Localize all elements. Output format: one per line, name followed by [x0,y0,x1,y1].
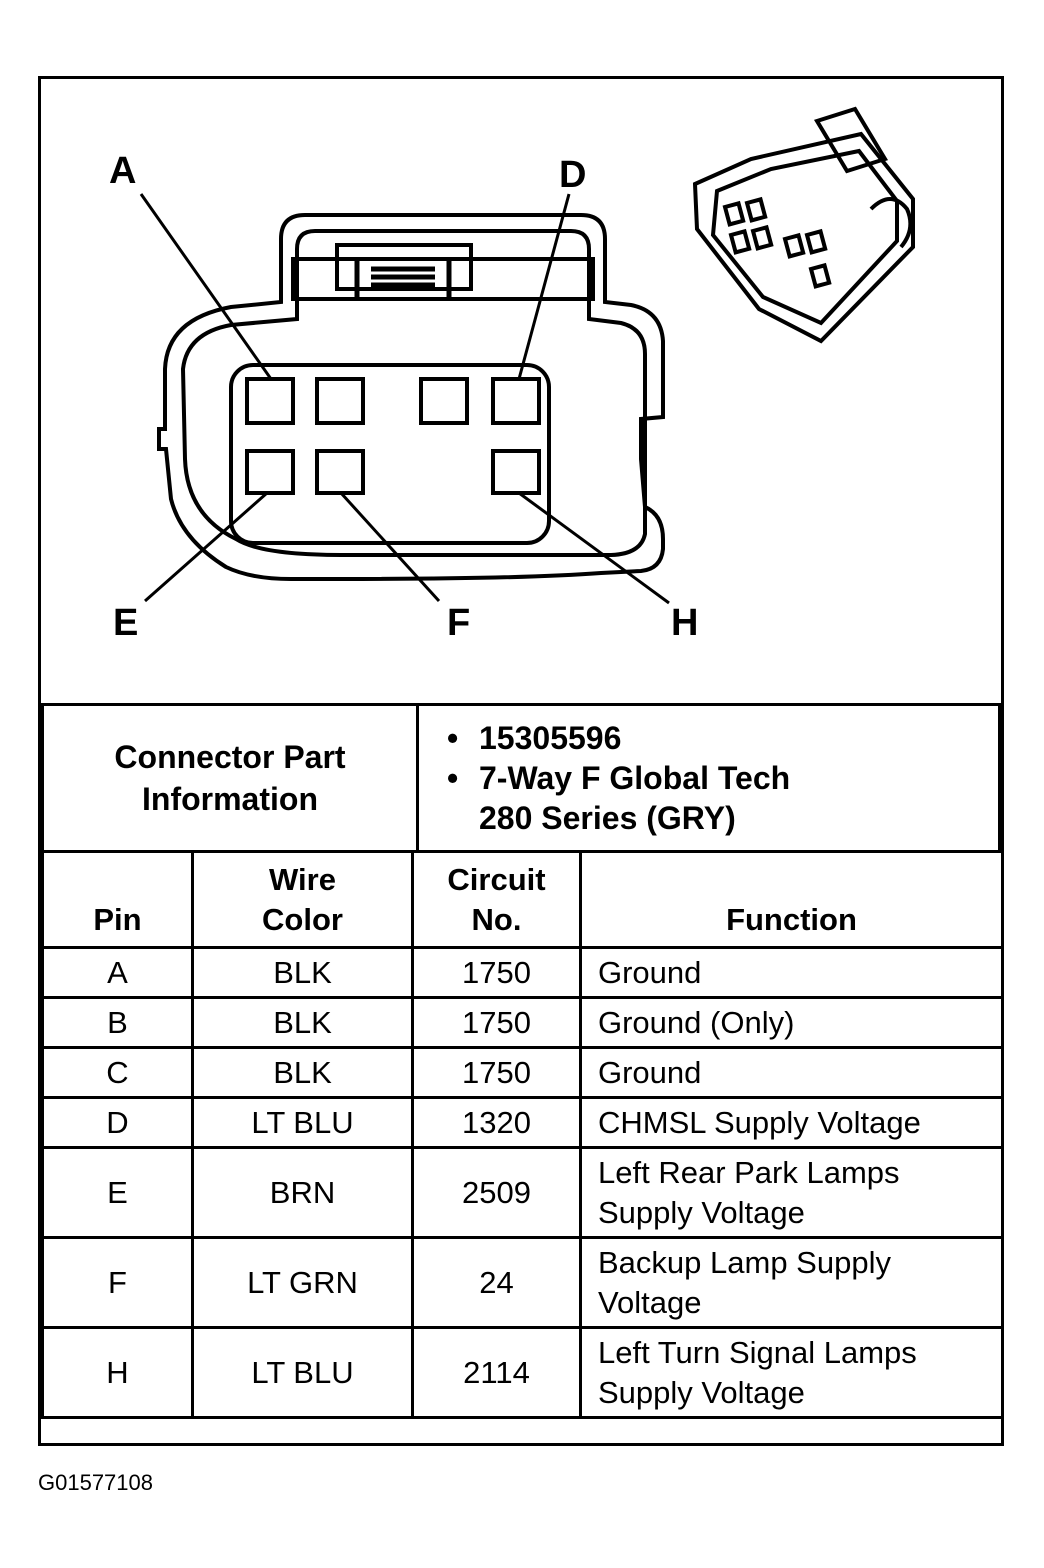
cavity-f [315,449,365,495]
latch-detail [354,259,452,301]
table-row: B BLK 1750 Ground (Only) [41,996,1004,1049]
label-a: A [109,150,136,192]
label-e: E [113,602,138,644]
cavity-e [245,449,295,495]
cavity-b [315,377,365,425]
cavity-area [229,363,551,545]
cavity-c [419,377,469,425]
table-row: C BLK 1750 Ground [41,1046,1004,1099]
figure-id: G01577108 [38,1470,153,1495]
connector-inner-outline [180,229,647,557]
cavity-h [491,449,541,495]
latch-inner [335,243,473,291]
leader-h [518,491,670,605]
leader-e [144,491,268,603]
leader-f [339,491,441,603]
connector-info-label: Connector Part Information [41,703,419,853]
part-number: 15305596 [447,718,997,758]
cavity-d [491,377,541,425]
label-d: D [559,154,586,196]
cavity-a [245,377,295,425]
connector-outline [157,213,665,581]
table-row: D LT BLU 1320 CHMSL Supply Voltage [41,1096,1004,1149]
connector-3d-view [692,106,915,344]
leader-a [139,193,273,380]
connector-diagram: A D E F H [109,106,915,644]
leader-d [517,193,571,380]
header-pin: Pin [41,850,194,949]
label-f: F [447,602,470,644]
latch-outer [291,257,595,301]
connector-info-table: Connector Part Information 15305596 7-Wa… [41,703,1001,853]
header-function: Function [579,850,1004,949]
diagram-frame: A D E F H Connector Part Information 153… [38,76,1004,1446]
table-row: A BLK 1750 Ground [41,946,1004,999]
label-h: H [671,602,698,644]
